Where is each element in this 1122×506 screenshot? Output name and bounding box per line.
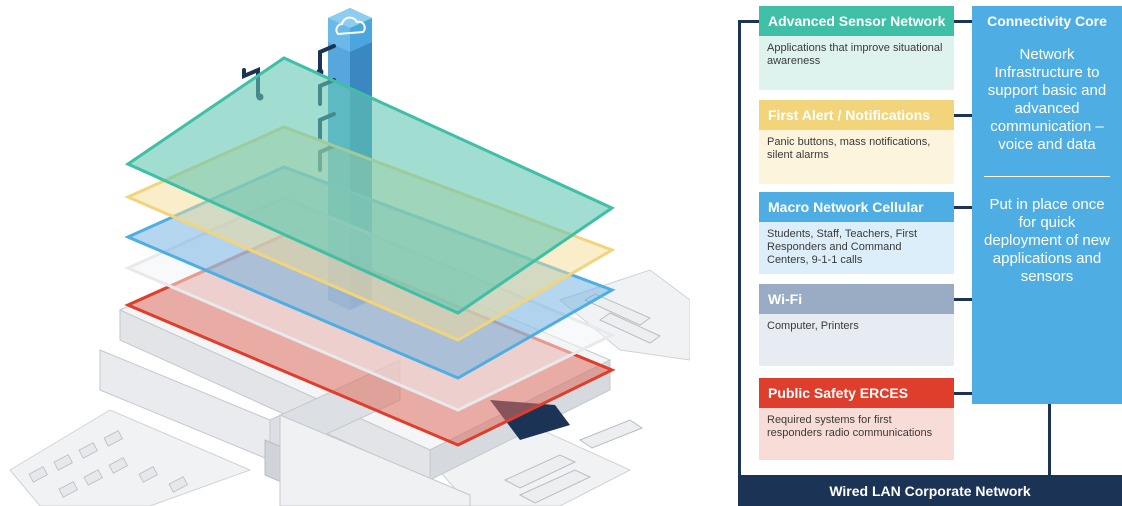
layer-desc-wifi: Computer, Printers (759, 314, 954, 366)
left-wire-top (738, 20, 759, 23)
layer-desc-first-alert: Panic buttons, mass notifications, silen… (759, 130, 954, 184)
layer-advanced-sensor (124, 56, 616, 315)
core-description-infrastructure: Network Infrastructure to support basic … (987, 46, 1107, 153)
layer-desc-advanced-sensor: Applications that improve situational aw… (759, 36, 954, 90)
layer-desc-macro-cellular: Students, Staff, Teachers, First Respond… (759, 222, 954, 274)
core-description-deployment: Put in place once for quick deployment o… (984, 196, 1110, 285)
building-network-illustration (9, 8, 690, 506)
layer-header-wifi: Wi-Fi (759, 284, 954, 314)
wired-lan-label: Wired LAN Corporate Network (829, 483, 1031, 499)
layer-header-macro-cellular: Macro Network Cellular (759, 192, 954, 222)
layer-header-first-alert: First Alert / Notifications (759, 100, 954, 130)
layer-header-advanced-sensor: Advanced Sensor Network (759, 6, 954, 36)
cars (28, 430, 188, 498)
layer-header-erces: Public Safety ERCES (759, 378, 954, 408)
wired-lan-footer: Wired LAN Corporate Network (738, 475, 1122, 506)
tick-erces (954, 392, 972, 395)
core-divider (984, 176, 1110, 177)
tick-cellular (954, 206, 972, 209)
connectivity-core-panel: Connectivity Core Network Infrastructure… (972, 6, 1122, 404)
tick-alert (954, 114, 972, 117)
left-wire-vertical (738, 20, 741, 475)
right-wire-vertical (1048, 403, 1051, 475)
tick-wifi (954, 298, 972, 301)
core-title: Connectivity Core (987, 13, 1107, 29)
cloud-icon (335, 16, 366, 36)
layer-desc-erces: Required systems for first responders ra… (759, 408, 954, 460)
tick-sensor (954, 20, 972, 23)
buses (503, 293, 662, 504)
